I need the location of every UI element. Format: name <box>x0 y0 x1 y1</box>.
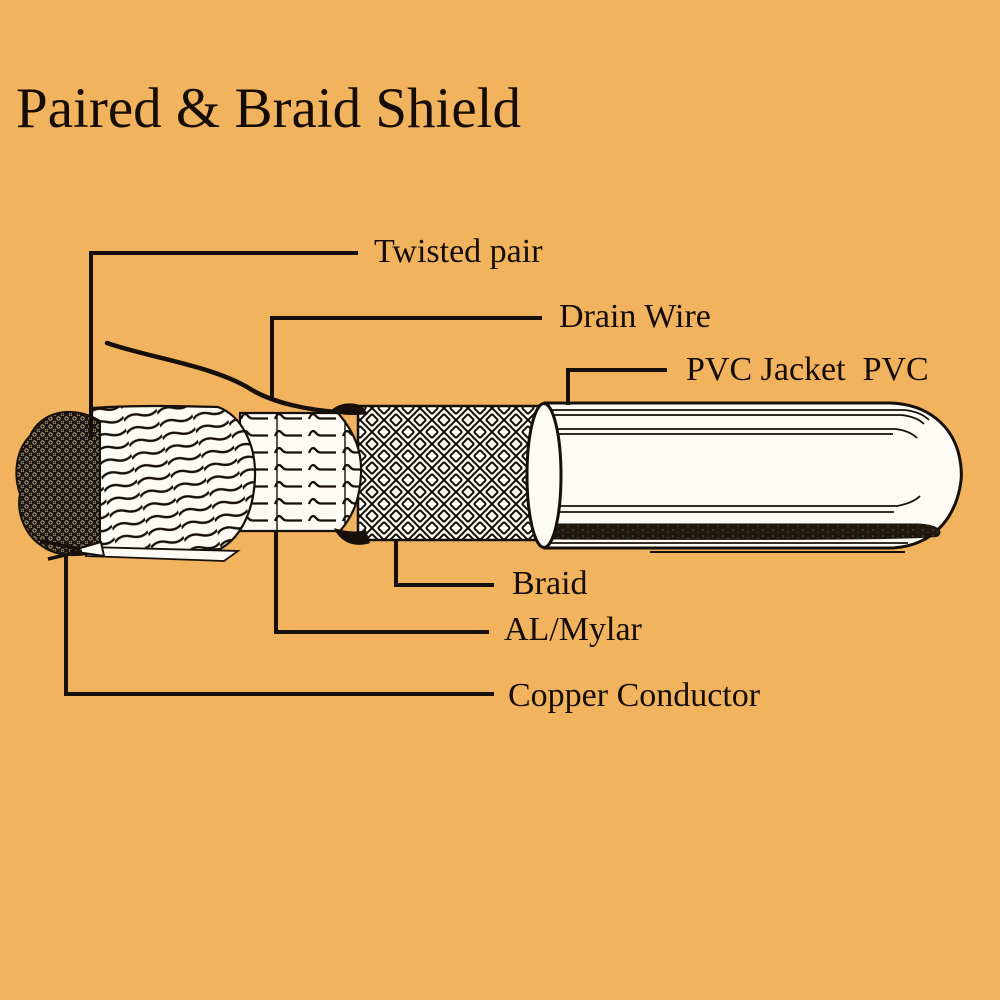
leader-drain-wire <box>270 316 542 398</box>
label-twisted-pair: Twisted pair <box>374 233 543 270</box>
pointer-ticks <box>40 539 83 561</box>
leader-al-mylar <box>274 531 489 634</box>
label-al-mylar: AL/Mylar <box>504 611 642 648</box>
jacket-dark-stripe <box>545 523 941 540</box>
braid-end-rim <box>525 402 563 549</box>
label-braid: Braid <box>512 565 588 602</box>
braid-section <box>356 402 563 549</box>
leader-pvc-jacket <box>566 368 667 405</box>
copper-conductor-section <box>15 411 106 558</box>
label-copper-conductor: Copper Conductor <box>508 677 761 714</box>
label-pvc-jacket: PVC Jacket PVC <box>686 351 929 388</box>
pvc-jacket-section <box>543 401 963 553</box>
drain-wire-strand <box>104 340 341 415</box>
diagram-title: Paired & Braid Shield <box>16 77 522 140</box>
conductor-strand-tip <box>69 540 106 558</box>
leader-twisted-pair <box>89 251 358 438</box>
leader-braid <box>394 540 494 587</box>
label-drain-wire: Drain Wire <box>559 298 711 335</box>
leader-copper-conductor <box>64 556 494 696</box>
al-mylar-section <box>238 411 363 533</box>
leader-lines <box>40 251 667 696</box>
twisted-pair-section <box>84 404 257 562</box>
